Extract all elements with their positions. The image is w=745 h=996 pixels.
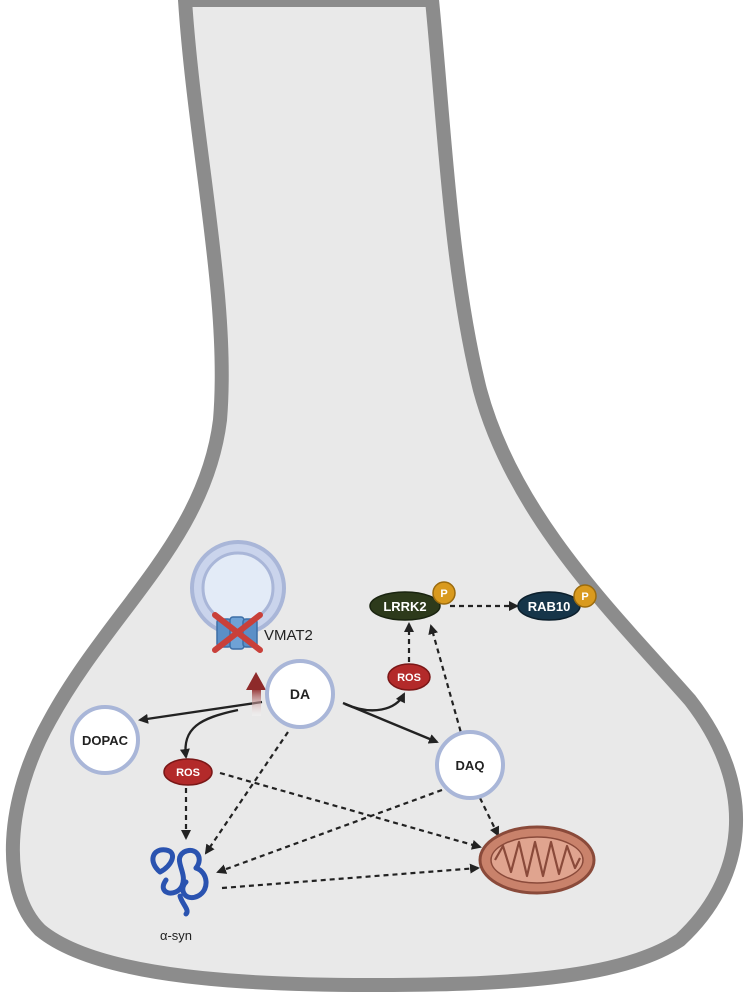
- arrow-asyn-to-mito: [221, 863, 480, 890]
- asyn-label: α-syn: [160, 928, 192, 943]
- arrow-da-to-ros-right: [344, 692, 406, 712]
- arrow-da-to-ros-left: [179, 708, 239, 759]
- rab10-pill: RAB10: [517, 591, 581, 621]
- dashed-arrows: [181, 601, 519, 890]
- increase-arrow-icon: [246, 672, 266, 716]
- phospho-rab10-badge: P: [573, 584, 597, 608]
- phospho-rab10-label: P: [581, 591, 588, 603]
- arrow-da-to-dopac: [138, 700, 263, 724]
- alpha-synuclein-icon: [150, 847, 209, 917]
- phospho-lrrk2-badge: P: [432, 581, 456, 605]
- phospho-lrrk2-label: P: [440, 588, 447, 600]
- arrow-daq-to-asyn: [216, 788, 443, 874]
- dopac-label: DOPAC: [82, 733, 129, 748]
- daq-label: DAQ: [456, 758, 485, 773]
- ros-right-pill: ROS: [387, 663, 431, 691]
- lrrk2-label: LRRK2: [383, 599, 426, 614]
- arrow-ros-to-mito: [219, 771, 482, 850]
- rab10-label: RAB10: [528, 599, 571, 614]
- arrow-daq-to-lrrk2: [428, 624, 465, 741]
- arrow-daq-to-mito: [479, 797, 499, 837]
- dopac-node: DOPAC: [70, 705, 140, 775]
- daq-node: DAQ: [435, 730, 505, 800]
- neuron-terminal-membrane: [5, 0, 744, 992]
- da-label: DA: [290, 686, 310, 702]
- mitochondrion-icon: [478, 825, 596, 895]
- vmat2-label: VMAT2: [264, 627, 313, 644]
- ros-left-pill: ROS: [163, 758, 213, 786]
- lrrk2-pill: LRRK2: [369, 591, 441, 621]
- solid-arrows: [138, 692, 439, 759]
- da-node: DA: [265, 659, 335, 729]
- ros-left-label: ROS: [176, 767, 200, 779]
- ros-right-label: ROS: [397, 672, 421, 684]
- arrow-da-to-asyn: [204, 731, 289, 855]
- block-x-icon: [212, 612, 263, 653]
- vesicle-icon: [190, 540, 286, 636]
